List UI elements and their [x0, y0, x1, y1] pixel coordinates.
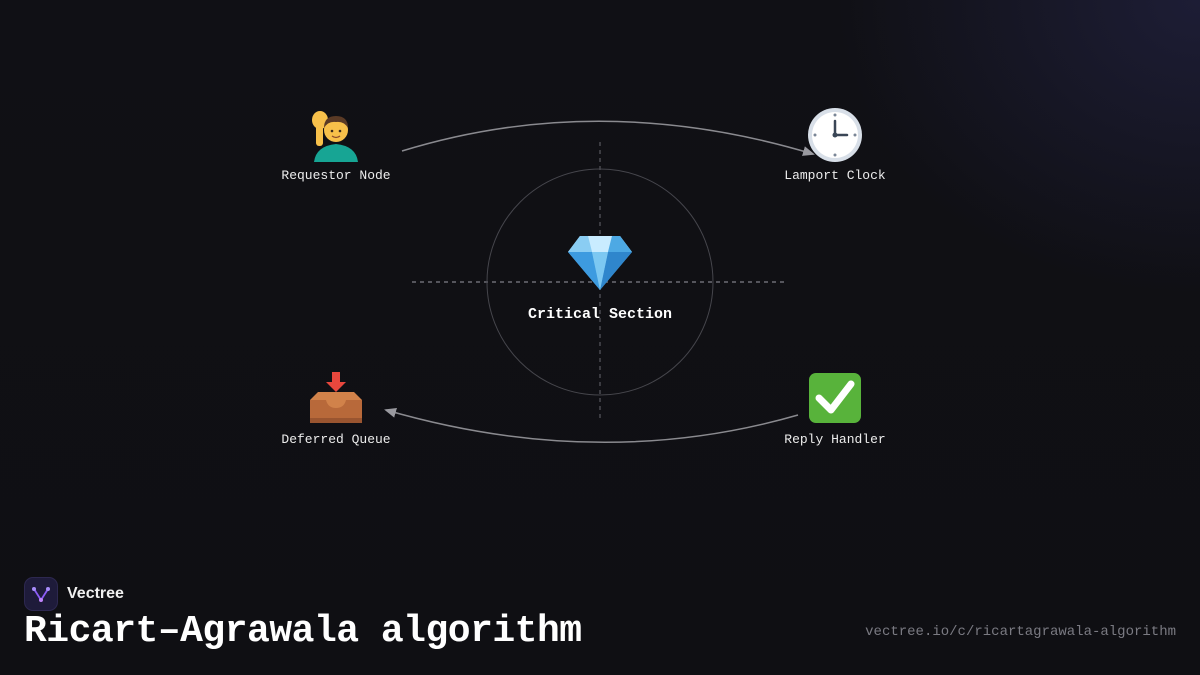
lamport-clock-label: Lamport Clock: [784, 168, 886, 183]
node-lamport-clock: Lamport Clock: [745, 106, 925, 183]
deferred-queue-label: Deferred Queue: [281, 432, 391, 447]
reply-handler-label: Reply Handler: [784, 432, 886, 447]
node-deferred-queue: Deferred Queue: [246, 370, 426, 447]
edge-requestor-to-clock: [401, 120, 815, 156]
brand-name: Vectree: [67, 585, 124, 602]
vectree-logo-icon: [24, 577, 58, 611]
gem-icon: [568, 236, 632, 290]
page-title: Ricart–Agrawala algorithm: [24, 610, 582, 653]
source-url[interactable]: vectree.io/c/ricartagrawala-algorithm: [865, 624, 1176, 640]
node-requestor: Requestor Node: [246, 106, 426, 183]
node-reply-handler: Reply Handler: [745, 370, 925, 447]
person-raising-hand-icon: [312, 111, 358, 162]
edge-reply-to-queue: [384, 407, 799, 444]
check-mark-button-icon: [809, 373, 861, 423]
brand[interactable]: Vectree: [24, 577, 124, 611]
inbox-tray-icon: [310, 372, 362, 423]
clock-icon: [808, 108, 862, 162]
critical-section-label: Critical Section: [527, 306, 673, 323]
requestor-node-label: Requestor Node: [281, 168, 391, 183]
center-ring: [486, 168, 714, 396]
